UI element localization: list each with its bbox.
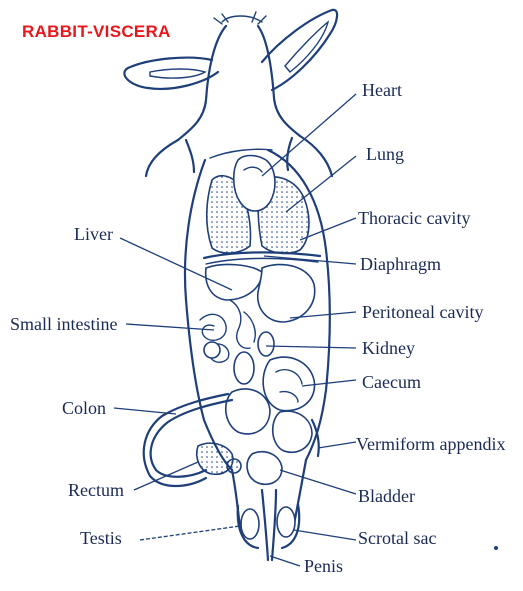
small-intestine-loops bbox=[199, 299, 256, 363]
label-rectum: Rectum bbox=[68, 480, 124, 500]
diaphragm-line bbox=[202, 251, 322, 260]
label-kidney: Kidney bbox=[362, 338, 415, 358]
leader-lines bbox=[113, 93, 357, 567]
stray-dot bbox=[494, 546, 498, 550]
body-cavity-outline bbox=[183, 148, 331, 472]
label-testis: Testis bbox=[80, 528, 122, 548]
testis-left bbox=[240, 508, 260, 540]
scrotal-sac-outline bbox=[236, 502, 301, 550]
diagram-title: RABBIT-VISCERA bbox=[22, 22, 171, 41]
label-thoracic-cavity: Thoracic cavity bbox=[358, 208, 471, 228]
label-heart: Heart bbox=[362, 80, 402, 100]
stomach bbox=[257, 263, 316, 323]
label-vermiform-appendix: Vermiform appendix bbox=[356, 434, 506, 454]
label-bladder: Bladder bbox=[358, 486, 415, 506]
label-caecum: Caecum bbox=[362, 372, 421, 392]
label-scrotal-sac: Scrotal sac bbox=[358, 528, 437, 548]
colon bbox=[149, 398, 234, 478]
label-liver: Liver bbox=[74, 224, 113, 244]
kidney-left bbox=[233, 351, 255, 385]
right-ear bbox=[260, 8, 339, 92]
label-colon: Colon bbox=[62, 398, 107, 418]
liver bbox=[204, 263, 263, 301]
head-outline bbox=[176, 24, 228, 142]
label-diaphragm: Diaphragm bbox=[360, 254, 441, 274]
label-penis: Penis bbox=[304, 556, 344, 576]
label-small-intestine: Small intestine bbox=[10, 314, 118, 334]
heart bbox=[232, 154, 276, 212]
penis bbox=[260, 488, 278, 562]
left-ear bbox=[123, 56, 220, 90]
caecum bbox=[262, 356, 316, 412]
testis-right bbox=[276, 506, 296, 538]
label-peritoneal-cavity: Peritoneal cavity bbox=[362, 302, 484, 322]
label-lung: Lung bbox=[366, 144, 404, 164]
kidney-right bbox=[257, 331, 275, 357]
vermiform-appendix bbox=[310, 418, 320, 458]
bladder bbox=[246, 450, 283, 486]
small-intestine-coil bbox=[203, 341, 221, 359]
